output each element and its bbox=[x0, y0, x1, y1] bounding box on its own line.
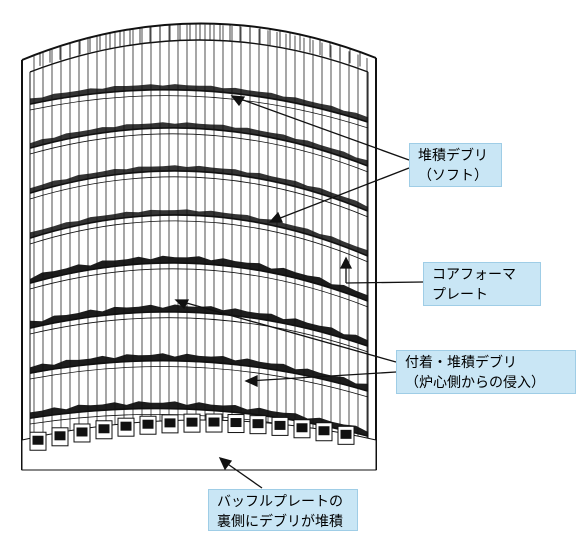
callout-arrows bbox=[174, 95, 424, 489]
bottom-block-debris bbox=[98, 424, 110, 434]
arrow-core-former-head bbox=[339, 256, 353, 269]
arrow-baffle-head bbox=[218, 457, 233, 471]
label-baffle-debris-line1: バッフルプレートの bbox=[217, 494, 343, 510]
arrow-soft-lower-head bbox=[268, 211, 284, 223]
label-baffle-debris: バッフルプレートの 裏側にデブリが堆積 bbox=[208, 489, 358, 531]
former-plate-edge-lower bbox=[29, 176, 369, 218]
bottom-block-debris bbox=[186, 417, 198, 427]
label-baffle-debris-line2: 裏側にデブリが堆積 bbox=[217, 514, 343, 530]
arrow-attach-lower bbox=[247, 371, 397, 382]
label-soft-debris-line1: 堆積デブリ bbox=[418, 148, 488, 164]
former-plate-edge-lower bbox=[29, 95, 369, 129]
bottom-block-debris bbox=[32, 435, 44, 445]
former-plate-edge-lower bbox=[29, 220, 369, 263]
debris-strip bbox=[30, 165, 368, 212]
arrow-soft-upper bbox=[231, 95, 410, 161]
label-attached-debris-line2: （炉心側からの侵入） bbox=[405, 375, 545, 391]
bottom-block-debris bbox=[318, 426, 330, 436]
bottom-block-debris bbox=[296, 423, 308, 433]
bottom-block-debris bbox=[164, 418, 176, 428]
debris-strip bbox=[30, 122, 368, 167]
label-attached-debris: 付着・堆積デブリ （炉心側からの侵入） bbox=[396, 350, 576, 394]
debris-strip bbox=[30, 209, 368, 257]
vessel-top-rim bbox=[21, 22, 377, 61]
bottom-block-debris bbox=[252, 419, 264, 429]
label-core-former-line1: コアフォーマ bbox=[432, 267, 516, 283]
former-plate-edge-lower bbox=[29, 268, 369, 308]
debris-strip bbox=[30, 255, 368, 302]
arrow-soft-lower bbox=[269, 167, 410, 223]
arrow-core-former bbox=[345, 281, 424, 284]
vertical-baffle-ribs bbox=[33, 24, 368, 470]
label-attached-debris-line1: 付着・堆積デブリ bbox=[405, 355, 517, 371]
bottom-block-debris bbox=[274, 420, 286, 430]
former-plate-edge-lower bbox=[29, 366, 369, 398]
arrow-soft-upper-head bbox=[230, 95, 246, 107]
label-core-former-line2: プレート bbox=[432, 287, 488, 303]
bottom-baffle-blocks bbox=[21, 413, 377, 471]
bottom-block-debris bbox=[54, 431, 66, 441]
arrow-attach-upper-head bbox=[174, 299, 190, 310]
bottom-block-debris bbox=[142, 419, 154, 429]
debris-strip bbox=[30, 401, 368, 437]
debris-deposits bbox=[30, 84, 368, 437]
arrow-attach-lower-head bbox=[244, 374, 258, 388]
bottom-block-debris bbox=[120, 421, 132, 431]
bottom-block-debris bbox=[208, 417, 220, 427]
debris-strip bbox=[30, 304, 368, 347]
label-core-former-plate: コアフォーマ プレート bbox=[423, 262, 541, 306]
debris-strip bbox=[30, 84, 368, 123]
former-plate-edge-lower bbox=[29, 317, 369, 353]
bottom-block-debris bbox=[340, 429, 352, 439]
former-plate-edge-lower bbox=[29, 133, 369, 173]
bottom-block-debris bbox=[76, 427, 88, 437]
label-soft-debris: 堆積デブリ （ソフト） bbox=[409, 143, 502, 187]
vessel-top-rim-inner bbox=[29, 39, 369, 73]
arrow-attach-upper bbox=[175, 299, 397, 363]
debris-strip bbox=[30, 353, 368, 392]
label-soft-debris-line2: （ソフト） bbox=[418, 168, 488, 184]
bottom-block-debris bbox=[230, 418, 242, 428]
vessel-structure bbox=[21, 22, 377, 470]
